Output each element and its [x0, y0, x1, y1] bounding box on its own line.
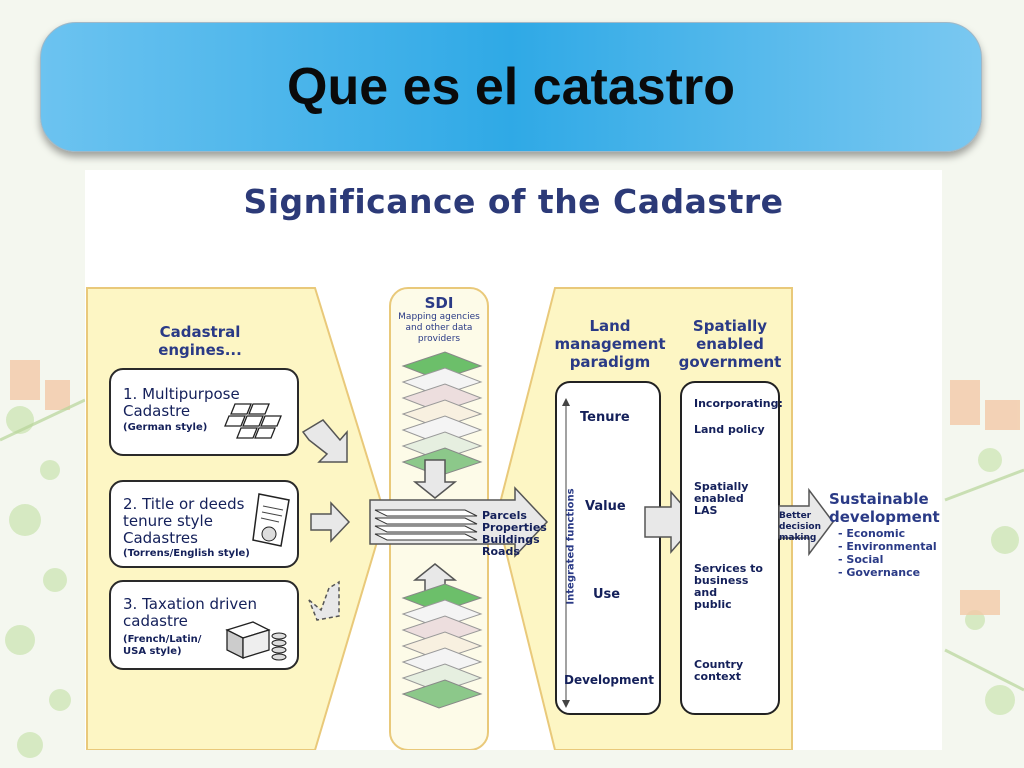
sdi-desc-line3: providers: [417, 334, 461, 344]
sdi-desc-line1: Mapping agencies: [398, 312, 480, 322]
sdi-label: SDI: [424, 294, 454, 312]
sg-incorporating: Incorporating:: [694, 397, 783, 410]
integrated-functions-label: Integrated functions: [565, 488, 577, 605]
engine1-sub: (German style): [123, 422, 208, 433]
sg-las-line3: LAS: [694, 504, 718, 517]
spatially-enabled-heading: Spatially enabled government: [675, 317, 785, 371]
sg-services-line3: and: [694, 586, 718, 599]
sg-to-sd-arrow: [778, 487, 834, 557]
engine3-title-line2: cadastre: [123, 612, 188, 630]
spatially-enabled-box: [680, 381, 780, 715]
sustainable-heading-line2: development: [829, 508, 940, 526]
engine-multipurpose-box: 1. Multipurpose Cadastre (German style): [109, 368, 299, 456]
engine1-title-line1: 1. Multipurpose: [123, 385, 240, 403]
engine2-sub: (Torrens/English style): [123, 548, 250, 559]
sustainable-environmental: - Environmental: [838, 540, 937, 553]
engines-heading-line1: Cadastral: [159, 323, 241, 341]
deed-certificate-icon: [252, 493, 290, 547]
output-properties: Properties: [482, 521, 547, 534]
engine-title-deeds-box: 2. Title or deeds tenure style Cadastres…: [109, 480, 299, 568]
lm-item-tenure: Tenure: [580, 410, 630, 425]
engine3-title: 3. Taxation driven cadastre: [123, 596, 257, 630]
engine2-title-line2: tenure style: [123, 512, 213, 530]
diagram-title: Significance of the Cadastre: [243, 182, 784, 221]
engine3-sub-line1: (French/Latin/: [123, 634, 202, 645]
engine3-title-line1: 3. Taxation driven: [123, 595, 257, 613]
land-management-heading: Land management paradigm: [548, 317, 672, 371]
lm-heading-line1: Land: [589, 317, 631, 335]
sdi-layers-bottom: [401, 583, 483, 709]
sdi-description: Mapping agencies and other data provider…: [390, 312, 488, 345]
sustainable-heading-line1: Sustainable: [829, 490, 929, 508]
engine2-title-line3: Cadastres: [123, 529, 198, 547]
better-decision-making: Better decision making: [779, 511, 821, 544]
sg-las-line1: Spatially: [694, 480, 749, 493]
title-banner: Que es el catastro: [40, 22, 982, 152]
sg-country-line1: Country: [694, 658, 744, 671]
parcel-grid-icon: [224, 403, 282, 439]
slide-title: Que es el catastro: [287, 58, 735, 116]
sdi-desc-line2: and other data: [405, 323, 473, 333]
sg-las-line2: enabled: [694, 492, 744, 505]
sg-services-line4: public: [694, 598, 732, 611]
parcel-sheets-icon: [374, 509, 478, 541]
better-decision-line2: decision: [779, 522, 821, 532]
sg-heading-line2: enabled: [696, 335, 764, 353]
sustainable-governance: - Governance: [838, 566, 921, 579]
engines-heading: Cadastral engines...: [145, 323, 255, 359]
engine1-arrow: [301, 419, 348, 463]
lm-item-value: Value: [585, 499, 626, 514]
sustainable-social: - Social: [838, 553, 884, 566]
cadastre-diagram: Significance of the Cadastre: [85, 170, 942, 750]
sg-las: Spatially enabled LAS: [694, 481, 748, 517]
engine-taxation-box: 3. Taxation driven cadastre (French/Lati…: [109, 580, 299, 670]
sustainable-economic: - Economic: [838, 527, 906, 540]
sg-services: Services to business and public: [694, 563, 763, 611]
sdi-outputs: Parcels Properties Buildings Roads: [482, 510, 547, 558]
engine2-title: 2. Title or deeds tenure style Cadastres: [123, 496, 244, 547]
sdi-down-arrow: [412, 459, 458, 499]
sg-land-policy: Land policy: [694, 423, 765, 436]
sg-heading-line1: Spatially: [692, 317, 768, 335]
sg-country-line2: context: [694, 670, 741, 683]
engine3-arrow: [308, 580, 340, 621]
engine1-title: 1. Multipurpose Cadastre: [123, 386, 240, 420]
sg-country: Country context: [694, 659, 743, 683]
lm-item-use: Use: [593, 587, 621, 602]
lm-heading-line2: management: [554, 335, 666, 353]
engines-heading-line2: engines...: [158, 341, 242, 359]
output-parcels: Parcels: [482, 509, 527, 522]
sustainable-heading: Sustainable development: [829, 490, 945, 526]
sg-heading-line3: government: [678, 353, 782, 371]
lm-item-development: Development: [564, 673, 654, 687]
land-management-box: [555, 381, 661, 715]
output-roads: Roads: [482, 545, 520, 558]
engine2-arrow: [310, 501, 351, 543]
output-buildings: Buildings: [482, 533, 540, 546]
better-decision-line1: Better: [779, 511, 812, 521]
engine1-title-line2: Cadastre: [123, 402, 191, 420]
sg-services-line2: business: [694, 574, 749, 587]
better-decision-line3: making: [779, 533, 817, 543]
sustainable-items: - Economic - Environmental - Social - Go…: [838, 527, 937, 579]
engine2-title-line1: 2. Title or deeds: [123, 495, 245, 513]
money-register-icon: [225, 621, 287, 661]
sdi-layers-top: [401, 351, 483, 477]
engine3-sub-line2: USA style): [123, 646, 182, 657]
sg-services-line1: Services to: [694, 562, 763, 575]
lm-heading-line3: paradigm: [569, 353, 651, 371]
engine3-sub: (French/Latin/ USA style): [123, 634, 201, 658]
